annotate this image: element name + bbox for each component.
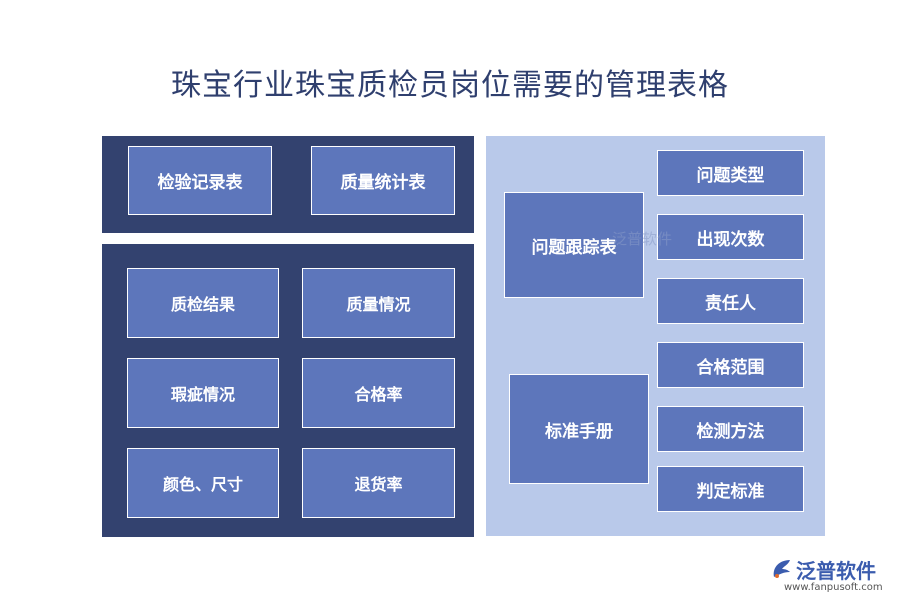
responsible-person-box: 责任人 (657, 278, 804, 324)
qc-result-box: 质检结果 (127, 268, 279, 338)
pass-range-box: 合格范围 (657, 342, 804, 388)
issue-tracking-box: 问题跟踪表 (504, 192, 644, 298)
issue-type-box: 问题类型 (657, 150, 804, 196)
occurrence-count-box: 出现次数 (657, 214, 804, 260)
test-method-box: 检测方法 (657, 406, 804, 452)
page-title: 珠宝行业珠宝质检员岗位需要的管理表格 (171, 68, 729, 103)
standard-manual-box: 标准手册 (509, 374, 649, 484)
fanpu-logo: 泛普软件 www.fanpusoft.com (770, 555, 892, 595)
return-rate-box: 退货率 (302, 448, 455, 518)
quality-statistics-box: 质量统计表 (311, 146, 455, 215)
color-size-box: 颜色、尺寸 (127, 448, 279, 518)
judgment-criteria-box: 判定标准 (657, 466, 804, 512)
fanpu-logo-icon (773, 560, 790, 578)
watermark-text: 泛普软件 (612, 230, 673, 248)
inspection-record-box: 检验记录表 (128, 146, 272, 215)
quality-status-box: 质量情况 (302, 268, 455, 338)
logo-url: www.fanpusoft.com (784, 582, 883, 593)
pass-rate-box: 合格率 (302, 358, 455, 428)
defect-status-box: 瑕疵情况 (127, 358, 279, 428)
logo-name: 泛普软件 (796, 559, 876, 583)
